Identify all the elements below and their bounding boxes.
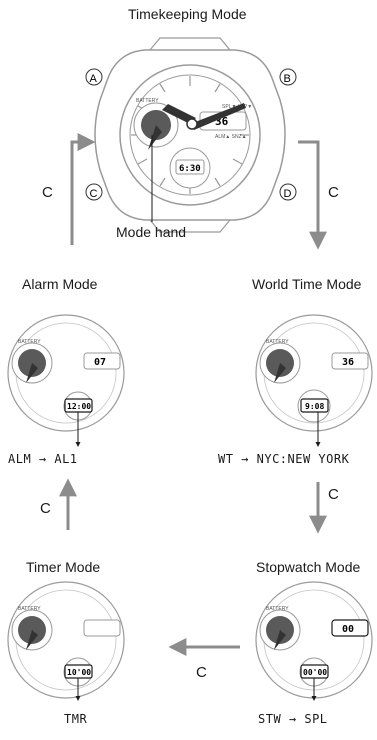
- transition-c-worldtime-stopwatch: C: [328, 486, 339, 503]
- button-a-letter: A: [90, 73, 98, 85]
- button-b-marker: B: [279, 68, 297, 86]
- timer-sequence: TMR: [64, 712, 88, 726]
- minute-hand: [190, 103, 246, 130]
- worldtime-lower-digits: 9:08: [305, 402, 324, 411]
- world-time-sequence: WT → NYC:NEW YORK: [218, 452, 350, 466]
- transition-c-stopwatch-timer: C: [196, 664, 207, 681]
- alarm-sequence: ALM → AL1: [8, 452, 78, 466]
- alm-snz-label: ALM▲ SNZ▲: [215, 134, 247, 140]
- world-time-dial: BATTERY 36 9:08: [255, 314, 373, 447]
- center-pin: [186, 118, 198, 130]
- stopwatch-battery-label: BATTERY: [266, 606, 289, 612]
- button-c-letter: C: [90, 188, 98, 200]
- transition-c-left: C: [42, 184, 53, 201]
- battery-scale-label: BATTERY: [136, 98, 159, 104]
- stopwatch-sequence: STW → SPL: [258, 712, 328, 726]
- timekeeping-lower-digits: 6:30: [179, 164, 201, 174]
- stopwatch-upper-digits: 00: [342, 624, 354, 635]
- button-d-marker: D: [279, 183, 297, 201]
- top-lug: [149, 37, 231, 51]
- button-a-marker: A: [85, 68, 103, 86]
- alarm-upper-digits: 07: [94, 357, 106, 368]
- timekeeping-watch: BATTERY SPL▼ LAP▼ 36 ALM▲ SNZ▲ 6:30 A B …: [85, 37, 297, 233]
- alarm-battery-label: BATTERY: [18, 339, 41, 345]
- alarm-lower-digits: 12:00: [67, 402, 91, 411]
- world-time-mode-title: World Time Mode: [252, 276, 362, 292]
- hour-hand: [162, 104, 196, 124]
- button-c-marker: C: [85, 183, 103, 201]
- transition-c-timer-alarm: C: [40, 500, 51, 517]
- stopwatch-lower-digits: 00'00: [303, 668, 327, 677]
- lower-lcd-frame: [175, 159, 205, 175]
- button-d-letter: D: [284, 188, 292, 200]
- alarm-dial: BATTERY 07 12:00: [7, 314, 125, 447]
- arrow-alarm-to-timekeeping: [70, 133, 96, 245]
- transition-c-right: C: [328, 184, 339, 201]
- arrow-timekeeping-to-worldtime: [298, 140, 327, 250]
- bottom-lug: [149, 219, 231, 233]
- timer-dial: BATTERY 10'00: [7, 581, 125, 701]
- timer-battery-label: BATTERY: [18, 606, 41, 612]
- timer-mode-title: Timer Mode: [26, 559, 101, 575]
- mode-hand-label: Mode hand: [116, 224, 187, 240]
- timer-lower-digits: 10'00: [67, 668, 91, 677]
- timekeeping-mode-title: Timekeeping Mode: [128, 6, 247, 22]
- stopwatch-dial: BATTERY 00 00'00: [255, 581, 373, 701]
- stopwatch-mode-title: Stopwatch Mode: [256, 559, 361, 575]
- button-b-letter: B: [284, 73, 291, 85]
- worldtime-upper-digits: 36: [342, 357, 354, 368]
- worldtime-battery-label: BATTERY: [266, 339, 289, 345]
- alarm-mode-title: Alarm Mode: [22, 276, 98, 292]
